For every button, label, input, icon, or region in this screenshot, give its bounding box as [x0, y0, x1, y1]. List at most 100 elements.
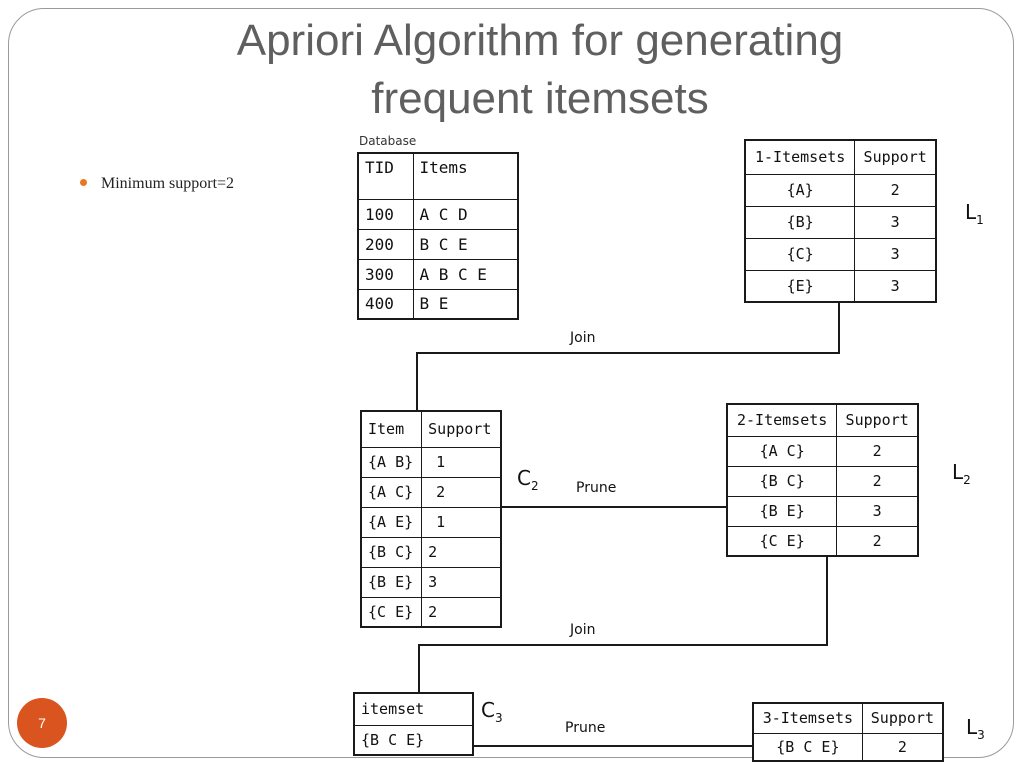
- itemset-cell: {E}: [744, 269, 856, 303]
- itemset-cell: {A B}: [360, 446, 423, 478]
- table-row: {B C E}: [353, 724, 474, 756]
- itemset-cell: {B C}: [360, 536, 423, 568]
- itemset-cell: {C E}: [726, 525, 838, 557]
- column-header: Item: [360, 410, 423, 448]
- support-cell: 3: [421, 566, 502, 598]
- column-header: Support: [836, 403, 919, 437]
- itemset-cell: {B E}: [726, 495, 838, 527]
- itemset-cell: {B}: [744, 205, 856, 239]
- connector-join2-down: [418, 644, 420, 694]
- l1-label: L1: [965, 200, 984, 227]
- c2-label: C2: [517, 466, 539, 493]
- itemset-cell: {B C E}: [353, 724, 474, 756]
- column-header: 3-Itemsets: [752, 702, 863, 734]
- bullet-text: Minimum support=2: [101, 175, 235, 192]
- support-cell: 1: [421, 506, 502, 538]
- tid-cell: 400: [357, 288, 414, 320]
- support-cell: 1: [421, 446, 502, 478]
- slide-number-badge: 7: [17, 698, 67, 748]
- table-row: {A E}1: [360, 506, 502, 538]
- itemset-cell: {C E}: [360, 596, 423, 628]
- support-cell: 2: [836, 435, 919, 467]
- column-header: TID: [357, 152, 414, 200]
- slide-title: Apriori Algorithm for generating frequen…: [170, 12, 910, 128]
- table-row: {B C E}2: [752, 732, 944, 762]
- bullet-dot-icon: [80, 178, 87, 186]
- items-cell: B C E: [412, 228, 519, 260]
- slide-frame: [8, 8, 1014, 758]
- connector-join1-down: [416, 352, 418, 412]
- table-row: {A C}2: [726, 435, 919, 467]
- itemset-cell: {C}: [744, 237, 856, 271]
- join-label: Join: [570, 330, 596, 346]
- join-label: Join: [570, 622, 596, 638]
- prune-label: Prune: [565, 720, 606, 736]
- table-row: {B}3: [744, 205, 937, 239]
- prune-label: Prune: [576, 480, 617, 496]
- table-row: {B C}2: [360, 536, 502, 568]
- table-row: {E}3: [744, 269, 937, 303]
- itemset-cell: {A}: [744, 173, 856, 207]
- itemset-cell: {B C}: [726, 465, 838, 497]
- itemset-cell: {A C}: [726, 435, 838, 467]
- connector-prune1: [501, 506, 727, 508]
- support-cell: 3: [854, 269, 937, 303]
- connector-prune2: [474, 745, 754, 747]
- tid-cell: 100: [357, 198, 414, 230]
- column-header: Support: [854, 139, 937, 175]
- column-header: 2-Itemsets: [726, 403, 838, 437]
- itemset-cell: {B C E}: [752, 732, 863, 762]
- items-cell: A B C E: [412, 258, 519, 290]
- c3-label: C3: [481, 698, 503, 725]
- table-row: {A B}1: [360, 446, 502, 478]
- connector-join1-horizontal: [416, 352, 840, 354]
- table-row: {C E}2: [360, 596, 502, 628]
- support-cell: 2: [854, 173, 937, 207]
- database-caption: Database: [359, 134, 417, 148]
- l3-label: L3: [966, 715, 985, 742]
- connector-l1-down: [838, 302, 840, 354]
- column-header: Support: [421, 410, 502, 448]
- support-cell: 3: [854, 205, 937, 239]
- bullet-item: Minimum support=2: [80, 175, 234, 193]
- items-cell: B E: [412, 288, 519, 320]
- column-header: itemset: [353, 692, 474, 726]
- itemset-cell: {A E}: [360, 506, 423, 538]
- support-cell: 2: [861, 732, 944, 762]
- table-row: {A C}2: [360, 476, 502, 508]
- tid-cell: 300: [357, 258, 414, 290]
- support-cell: 2: [421, 596, 502, 628]
- table-row: {C E}2: [726, 525, 919, 557]
- table-row: {B E}3: [360, 566, 502, 598]
- table-row: {A}2: [744, 173, 937, 207]
- support-cell: 2: [421, 476, 502, 508]
- support-cell: 3: [836, 495, 919, 527]
- column-header: Items: [412, 152, 519, 200]
- support-cell: 2: [836, 465, 919, 497]
- items-cell: A C D: [412, 198, 519, 230]
- table-row: {B E}3: [726, 495, 919, 527]
- support-cell: 3: [854, 237, 937, 271]
- table-row: {C}3: [744, 237, 937, 271]
- l2-label: L2: [952, 460, 971, 487]
- c3-table: itemset {B C E}: [353, 692, 474, 756]
- table-row: {B C}2: [726, 465, 919, 497]
- title-line-1: Apriori Algorithm for generating: [236, 16, 844, 65]
- support-cell: 2: [836, 525, 919, 557]
- tid-cell: 200: [357, 228, 414, 260]
- connector-l2-down: [826, 554, 828, 646]
- column-header: 1-Itemsets: [744, 139, 856, 175]
- itemset-cell: {A C}: [360, 476, 423, 508]
- itemset-cell: {B E}: [360, 566, 423, 598]
- column-header: Support: [861, 702, 944, 734]
- connector-join2-horizontal: [418, 644, 828, 646]
